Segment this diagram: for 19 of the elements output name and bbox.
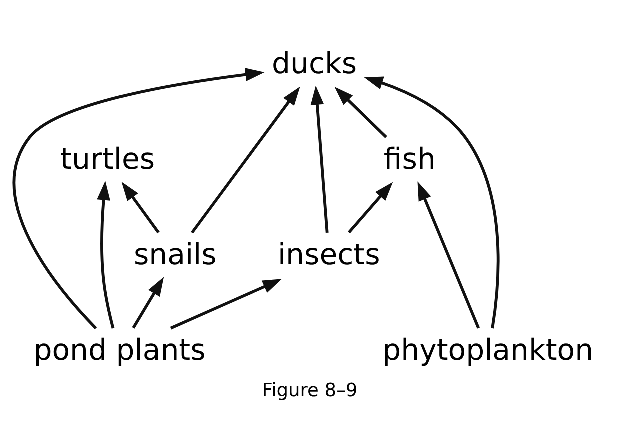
- arrow: [348, 182, 394, 234]
- node-text: ducks: [272, 46, 358, 80]
- caption: Figure 8–9: [262, 380, 358, 401]
- node-text: phytoplankton: [382, 332, 594, 366]
- arrow: [132, 276, 164, 328]
- arrow: [310, 85, 329, 233]
- arrow: [170, 278, 282, 330]
- arrow: [97, 180, 115, 328]
- node-text: fish: [384, 141, 436, 176]
- node-text: turtles: [60, 141, 156, 176]
- arrow: [13, 68, 265, 329]
- arrow: [191, 86, 300, 234]
- arrow: [334, 86, 388, 138]
- arrow: [122, 181, 160, 234]
- node-text: insects: [278, 236, 380, 271]
- node-text: snails: [134, 236, 217, 271]
- arrow: [418, 181, 480, 328]
- arrow: [364, 76, 500, 328]
- node-text: pond plants: [34, 332, 206, 366]
